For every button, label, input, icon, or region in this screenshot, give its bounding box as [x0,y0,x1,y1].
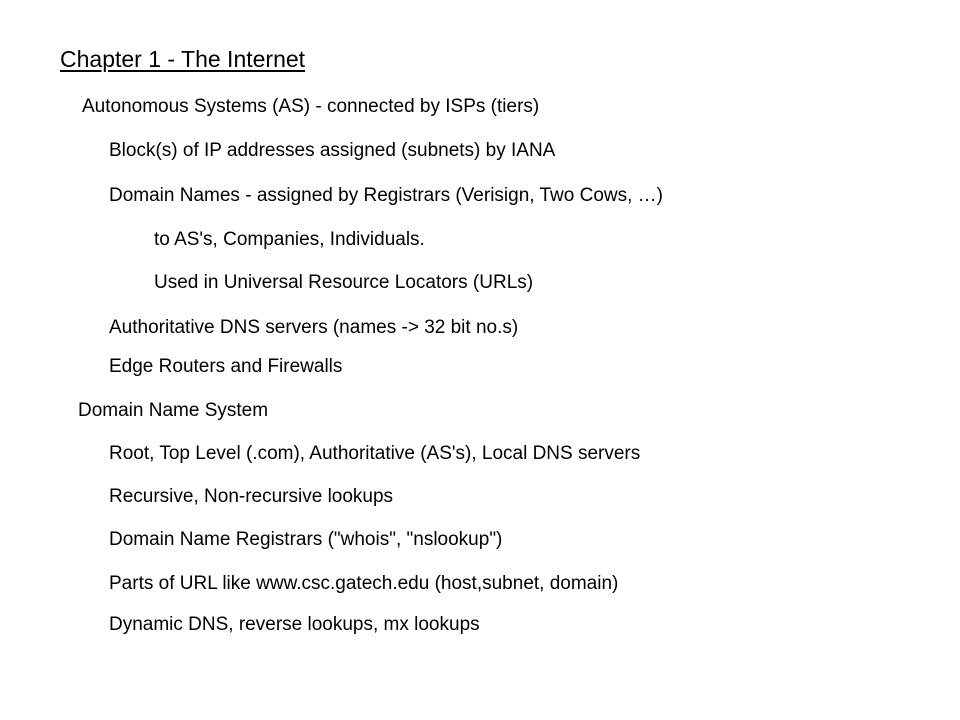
slide-title: Chapter 1 - The Internet [60,46,306,72]
outline-item-dns-server-types: Root, Top Level (.com), Authoritative (A… [109,443,641,464]
outline-item-dynamic-dns: Dynamic DNS, reverse lookups, mx lookups [109,614,480,635]
outline-item-edge-routers: Edge Routers and Firewalls [109,356,343,377]
outline-item-lookup-types: Recursive, Non-recursive lookups [109,486,394,507]
outline-item-domain-names: Domain Names - assigned by Registrars (V… [109,185,664,206]
outline-item-domain-assignees: to AS's, Companies, Individuals. [154,229,425,250]
outline-item-authoritative-dns: Authoritative DNS servers (names -> 32 b… [109,317,519,338]
outline-item-ip-blocks: Block(s) of IP addresses assigned (subne… [109,140,556,161]
outline-item-urls: Used in Universal Resource Locators (URL… [154,272,534,293]
outline-item-registrars: Domain Name Registrars ("whois", "nslook… [109,529,503,550]
outline-item-autonomous-systems: Autonomous Systems (AS) - connected by I… [82,96,540,117]
outline-item-url-parts: Parts of URL like www.csc.gatech.edu (ho… [109,573,619,594]
outline-item-domain-name-system: Domain Name System [78,400,269,421]
